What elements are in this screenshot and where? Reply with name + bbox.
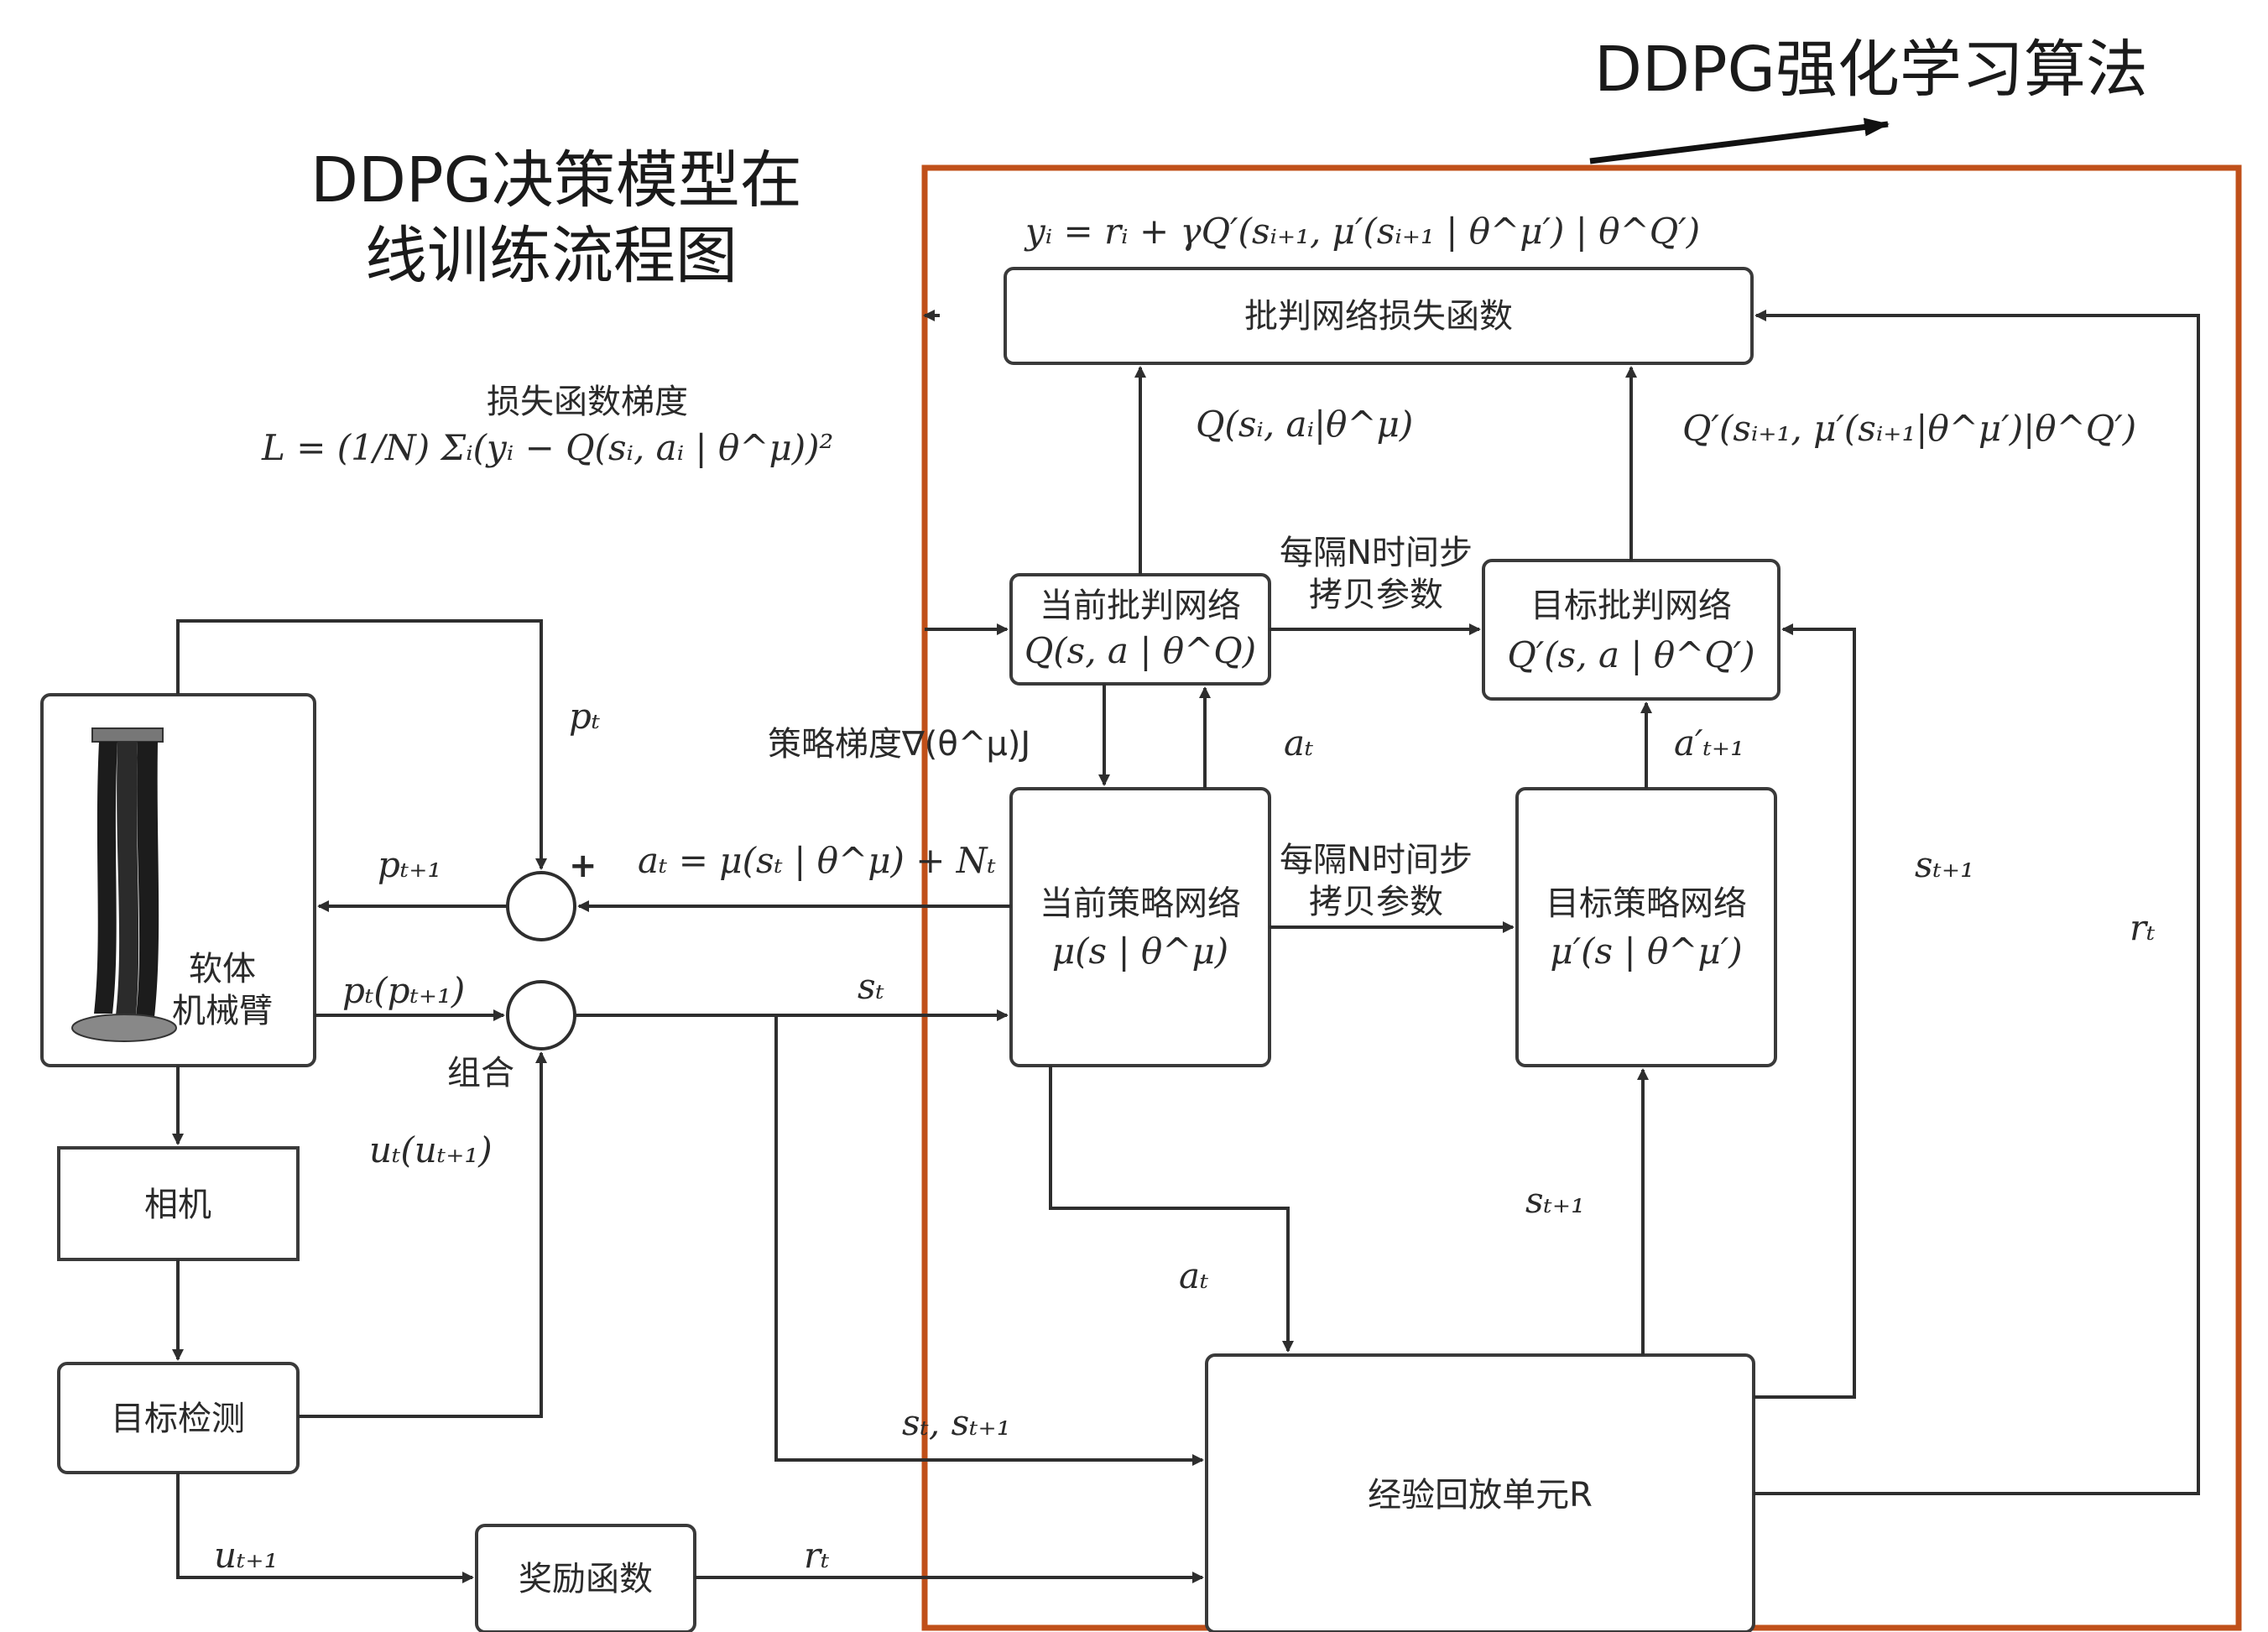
- soft-arm-image: [71, 727, 177, 1042]
- q-si-ai-label: Q(sᵢ, aᵢ|θ^μ): [1196, 404, 1413, 445]
- pt-pt1-label: pₜ(pₜ₊₁): [342, 970, 465, 1011]
- model-title-line1: DDPG决策模型在: [310, 144, 802, 216]
- yi-formula: yᵢ = rᵢ + γQ′(sᵢ₊₁, μ′(sᵢ₊₁ | θ^μ′) | θ^…: [1024, 211, 1700, 252]
- current-critic-formula: Q(s, a | θ^Q): [1025, 630, 1256, 671]
- title-pointer-arrow: [1589, 117, 1890, 164]
- ut-ut1-label: uₜ(uₜ₊₁): [369, 1129, 493, 1171]
- loss-formula: L = (1/N) Σᵢ(yᵢ − Q(sᵢ, aᵢ | θ^μ))²: [261, 427, 833, 468]
- current-actor-box: [1009, 787, 1271, 1067]
- camera-label: 相机: [144, 1186, 211, 1224]
- q-prime-label: Q′(sᵢ₊₁, μ′(sᵢ₊₁|θ^μ′)|θ^Q′): [1682, 408, 2136, 449]
- a-prime-label: a′ₜ₊₁: [1674, 722, 1744, 764]
- copy-params-actor-2: 拷贝参数: [1309, 883, 1443, 921]
- p-t-label: pₜ: [569, 696, 600, 737]
- algorithm-title: DDPG强化学习算法: [1594, 34, 2148, 106]
- target-detection-label: 目标检测: [111, 1400, 245, 1438]
- action-formula: aₜ = μ(sₜ | θ^μ) + Nₜ: [638, 840, 996, 881]
- plus-sign: +: [569, 847, 597, 885]
- target-actor-box: [1515, 787, 1777, 1067]
- reward-function-label: 奖励函数: [519, 1560, 653, 1598]
- copy-params-critic-2: 拷贝参数: [1309, 576, 1443, 614]
- target-critic-box: [1482, 559, 1781, 701]
- st-st1-label: sₜ, sₜ₊₁: [902, 1402, 1011, 1443]
- r-t-right-label: rₜ: [2130, 907, 2155, 948]
- s-t-label: sₜ: [858, 966, 884, 1007]
- s-t1-right-label: sₜ₊₁: [1915, 844, 1974, 885]
- loss-gradient-title: 损失函数梯度: [487, 383, 688, 421]
- sum-junction: [506, 871, 576, 941]
- copy-params-actor-1: 每隔N时间步: [1280, 841, 1473, 879]
- u-t1-label: uₜ₊₁: [214, 1535, 278, 1576]
- current-actor-label: 当前策略网络: [1040, 884, 1241, 923]
- model-title-line2: 线训练流程图: [365, 220, 738, 292]
- target-critic-label: 目标批判网络: [1530, 587, 1732, 625]
- combine-label: 组合: [447, 1054, 514, 1092]
- r-t-low-label: rₜ: [804, 1535, 829, 1576]
- critic-loss-label: 批判网络损失函数: [1244, 297, 1513, 336]
- combine-junction: [506, 980, 576, 1051]
- critic-loss-box: [1004, 267, 1754, 365]
- replay-buffer-label: 经验回放单元R: [1368, 1476, 1593, 1515]
- target-critic-formula: Q′(s, a | θ^Q′): [1507, 634, 1754, 675]
- p-t1-label: pₜ₊₁: [378, 844, 441, 885]
- a-t-up-label: aₜ: [1284, 722, 1313, 764]
- target-actor-formula: μ′(s | θ^μ′): [1550, 931, 1742, 972]
- connections: [172, 310, 2200, 1583]
- current-actor-formula: μ(s | θ^μ): [1052, 931, 1228, 972]
- camera-box: [57, 1146, 300, 1261]
- target-actor-label: 目标策略网络: [1546, 884, 1747, 923]
- policy-gradient-label: 策略梯度∇(θ^μ)J: [768, 725, 1030, 764]
- current-critic-label: 当前批判网络: [1040, 587, 1241, 625]
- a-t-low-label: aₜ: [1179, 1255, 1208, 1296]
- soft-arm-label-2: 机械臂: [172, 992, 273, 1030]
- copy-params-critic-1: 每隔N时间步: [1280, 534, 1473, 572]
- soft-arm-label-1: 软体: [189, 950, 256, 988]
- s-t1-mid-label: sₜ₊₁: [1525, 1180, 1585, 1221]
